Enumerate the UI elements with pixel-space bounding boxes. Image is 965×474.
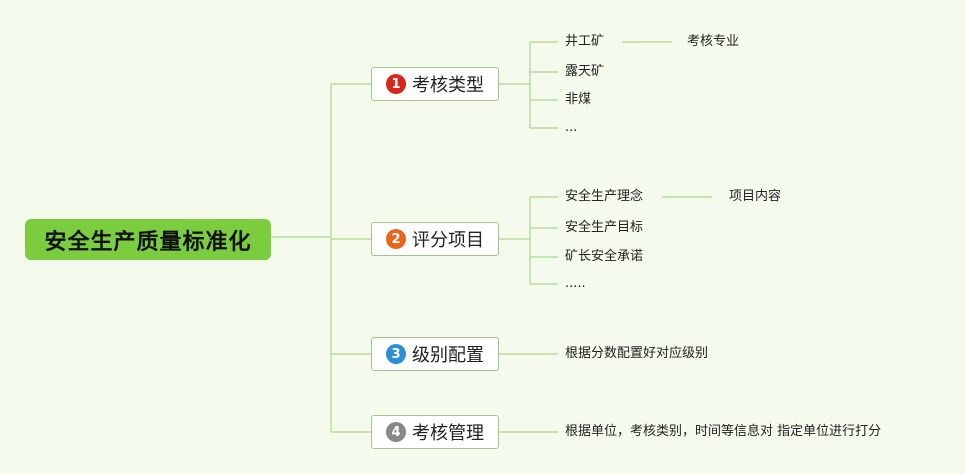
leaf-note[interactable]: 考核专业	[687, 34, 740, 49]
number-badge-2: 2	[386, 229, 406, 249]
leaf-node[interactable]: 露天矿	[565, 64, 605, 79]
branch-label: 评分项目	[412, 230, 484, 251]
branch-label: 级别配置	[412, 345, 484, 366]
leaf-node[interactable]: 根据分数配置好对应级别	[565, 346, 709, 361]
leaf-node[interactable]: 非煤	[565, 92, 592, 107]
leaf-node[interactable]: 安全生产目标	[565, 220, 644, 235]
leaf-node[interactable]: 安全生产理念	[565, 189, 644, 204]
root-node[interactable]: 安全生产质量标准化	[25, 219, 271, 260]
leaf-node[interactable]: .....	[565, 276, 586, 291]
branch-label: 考核管理	[412, 423, 484, 444]
number-badge-4: 4	[386, 422, 406, 442]
branch-label: 考核类型	[412, 75, 484, 96]
number-badge-1: 1	[386, 74, 406, 94]
branch-node-assessment-type[interactable]: 1 考核类型	[371, 67, 499, 101]
leaf-node[interactable]: 矿长安全承诺	[565, 249, 644, 264]
leaf-node[interactable]: 根据单位，考核类别，时间等信息对 指定单位进行打分	[565, 424, 882, 439]
number-badge-3: 3	[386, 344, 406, 364]
root-label: 安全生产质量标准化	[44, 229, 252, 255]
leaf-node[interactable]: 井工矿	[565, 34, 605, 49]
branch-node-scoring-items[interactable]: 2 评分项目	[371, 222, 499, 256]
branch-node-assessment-management[interactable]: 4 考核管理	[371, 415, 499, 449]
leaf-node[interactable]: ...	[565, 120, 578, 135]
branch-node-level-config[interactable]: 3 级别配置	[371, 337, 499, 371]
leaf-note[interactable]: 项目内容	[729, 189, 782, 204]
